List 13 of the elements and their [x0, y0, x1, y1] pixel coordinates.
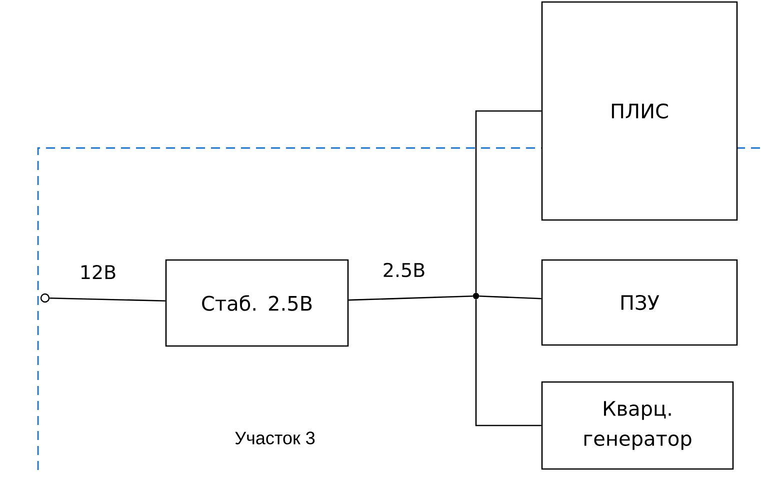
- block-box: Кварц. генератор: [541, 381, 734, 470]
- wire: [348, 295, 473, 301]
- block-box: Стаб. 2.5В: [165, 259, 349, 347]
- wire: [475, 110, 542, 293]
- wire: [475, 299, 542, 426]
- wire: [479, 295, 542, 300]
- block-box: ПЗУ: [541, 259, 738, 346]
- voltage-label: 12В: [81, 264, 116, 280]
- voltage-label: 2.5В: [384, 262, 424, 278]
- terminal-circle: [40, 293, 50, 303]
- block-box: ПЛИС: [541, 1, 738, 221]
- section-label: Участок 3: [235, 432, 315, 444]
- wire: [50, 297, 166, 302]
